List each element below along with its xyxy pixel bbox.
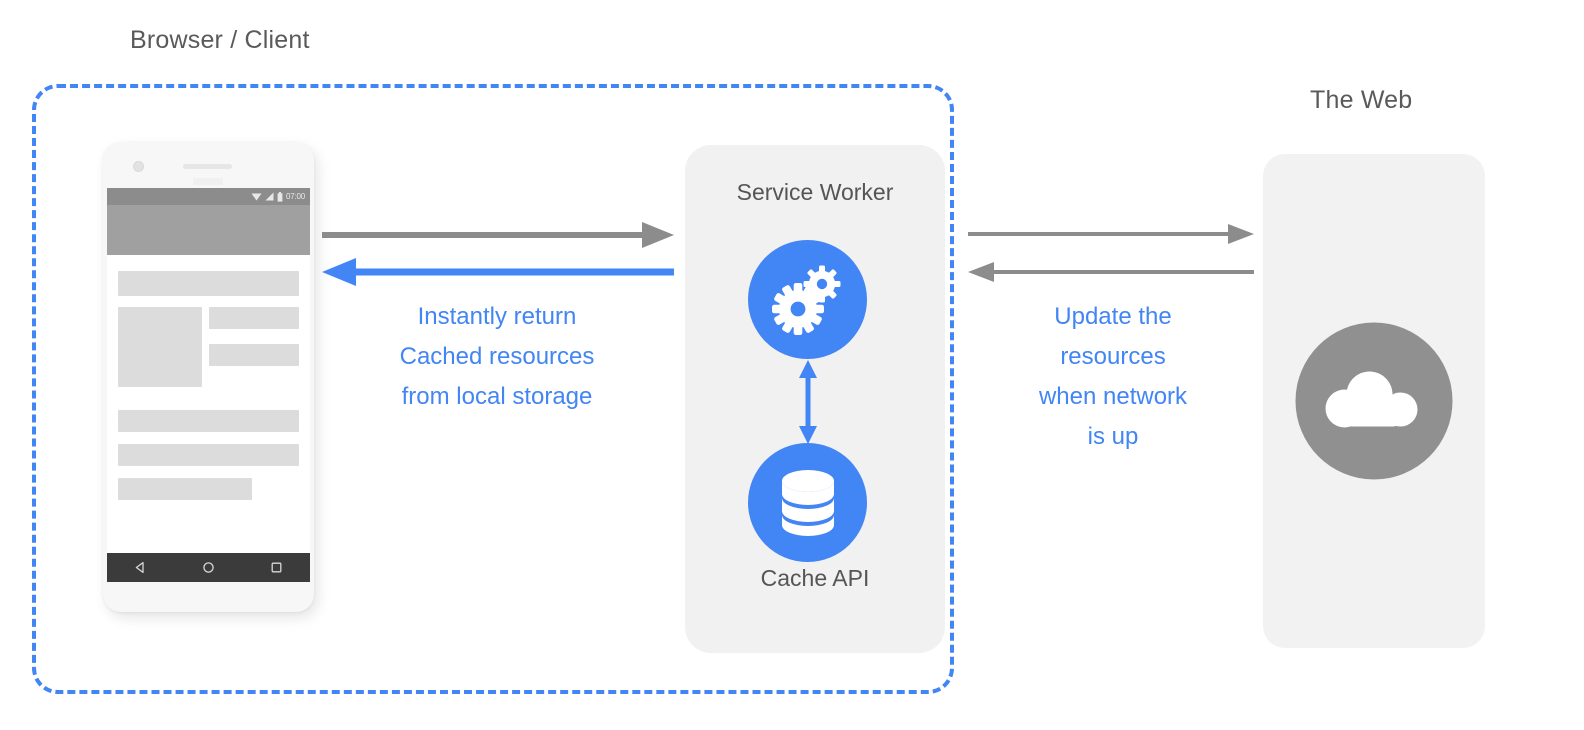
arrow-phone-to-service-worker	[322, 222, 674, 248]
annotation-network-update: Update the resources when network is up	[1038, 303, 1188, 450]
the-web-label: The Web	[1310, 86, 1413, 114]
home-button-icon[interactable]	[202, 561, 215, 574]
service-worker-panel: Service Worker	[685, 145, 945, 653]
back-button-icon[interactable]	[134, 561, 147, 574]
service-worker-cache-link-arrow	[799, 360, 817, 444]
arrow-web-to-service-worker	[968, 262, 1254, 282]
recents-button-icon[interactable]	[270, 561, 283, 574]
browser-client-boundary	[32, 84, 954, 694]
the-web-panel	[1263, 154, 1485, 648]
gears-icon	[771, 265, 840, 335]
phone-mockup: 07:00	[103, 142, 314, 612]
battery-icon	[277, 191, 283, 202]
phone-navigation-bar	[107, 553, 310, 582]
arrow-service-worker-to-web	[968, 224, 1254, 244]
wifi-icon	[251, 193, 262, 201]
service-worker-icon-disc	[748, 240, 867, 359]
skeleton-side-column	[209, 307, 299, 387]
phone-screen: 07:00	[107, 188, 310, 582]
phone-sensor-strip	[193, 178, 223, 185]
skeleton-image-block	[118, 307, 202, 387]
phone-status-bar: 07:00	[107, 188, 310, 205]
cache-api-title: Cache API	[760, 565, 870, 591]
skeleton-side-block-1	[209, 307, 299, 329]
cloud-icon-disc	[1295, 322, 1453, 480]
cache-api-icon-disc	[748, 443, 867, 562]
phone-app-bar	[107, 205, 310, 255]
cloud-icon	[1325, 371, 1417, 427]
phone-speaker-grille	[183, 164, 232, 169]
phone-camera-icon	[133, 161, 144, 172]
skeleton-media-row	[118, 307, 299, 387]
browser-client-label: Browser / Client	[130, 26, 310, 54]
service-worker-title: Service Worker	[736, 179, 894, 205]
status-bar-clock: 07:00	[285, 192, 305, 201]
skeleton-text-block-3	[118, 478, 252, 500]
phone-content-skeleton	[107, 255, 310, 582]
skeleton-side-block-2	[209, 344, 299, 366]
database-icon	[781, 469, 834, 536]
signal-icon	[265, 192, 274, 201]
skeleton-title-block	[118, 271, 299, 296]
skeleton-text-block-1	[118, 410, 299, 432]
arrow-service-worker-to-phone	[322, 258, 674, 286]
annotation-instant-cache: Instantly return Cached resources from l…	[399, 303, 595, 410]
skeleton-text-block-2	[118, 444, 299, 466]
